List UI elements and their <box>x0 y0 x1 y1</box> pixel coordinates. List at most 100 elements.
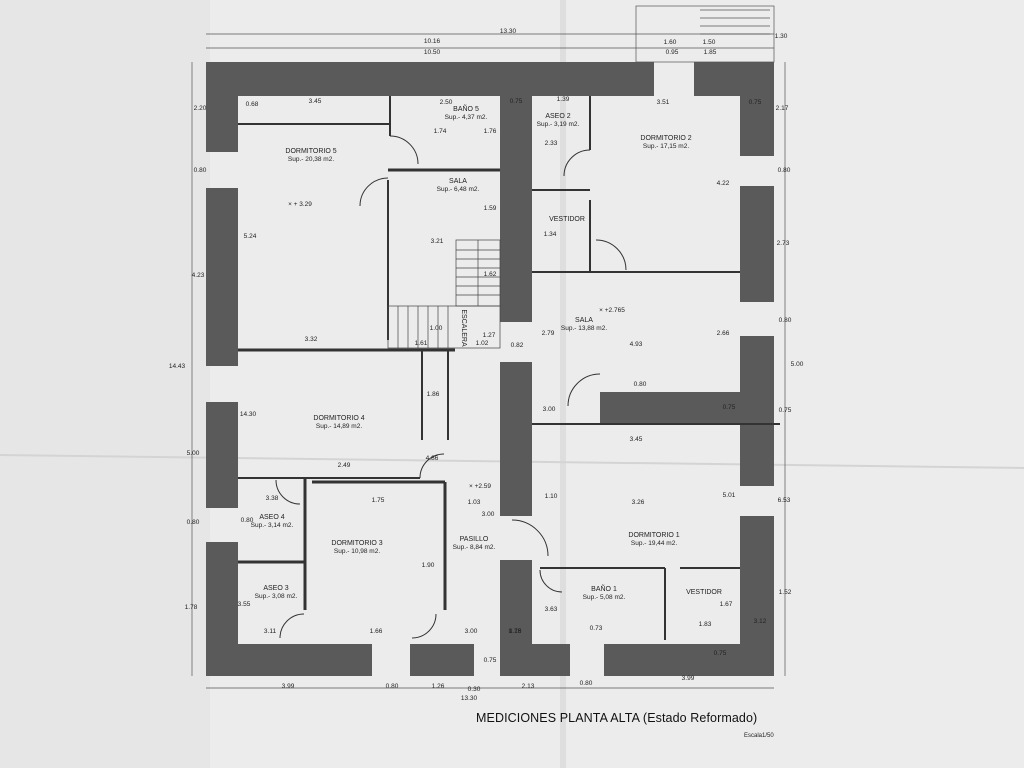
dimension-label: 13.30 <box>500 28 517 35</box>
room-name: ASEO 3 <box>263 585 288 592</box>
dimension-label: 2.33 <box>545 140 558 147</box>
dimension-label: 0.80 <box>580 680 593 687</box>
dimension-label: 3.99 <box>282 683 295 690</box>
dimension-label: 1.61 <box>415 340 428 347</box>
dimension-label: 6.53 <box>778 497 791 504</box>
dimension-label: 1.60 <box>664 39 677 46</box>
dimension-label: 10.16 <box>424 38 441 45</box>
room-name: PASILLO <box>460 536 489 543</box>
dimension-label: 4.23 <box>192 272 205 279</box>
door-swings <box>275 135 627 639</box>
dimension-label: 1.59 <box>484 205 497 212</box>
height-mark: × +2.765 <box>599 307 625 314</box>
dimension-label: 2.73 <box>777 240 790 247</box>
dimension-label: 1.02 <box>476 340 489 347</box>
room-area: Sup.- 3,14 m2. <box>251 522 294 529</box>
dimension-label: 1.74 <box>434 128 447 135</box>
room-name: DORMITORIO 5 <box>285 148 336 155</box>
staircase <box>387 239 501 349</box>
dimension-label: 1.76 <box>484 128 497 135</box>
dimension-label: 1.34 <box>544 231 557 238</box>
dimension-label: 0.80 <box>386 683 399 690</box>
room-area: Sup.- 6,48 m2. <box>437 186 480 193</box>
dimension-label: 3.00 <box>482 511 495 518</box>
dimension-label: 0.75 <box>714 650 727 657</box>
dimension-label: 0.68 <box>246 101 259 108</box>
dimension-label: 1.30 <box>775 33 788 40</box>
dimension-label: 1.62 <box>484 271 497 278</box>
dimension-label: 3.00 <box>465 628 478 635</box>
room-name: ASEO 4 <box>259 514 284 521</box>
room-name: BAÑO 1 <box>591 584 617 593</box>
dimension-label: 3.38 <box>266 495 279 502</box>
dimension-label: 2.79 <box>542 330 555 337</box>
dimension-label: 14.30 <box>240 411 257 418</box>
height-mark: × +2.59 <box>469 483 491 490</box>
dimension-label: 1.26 <box>432 683 445 690</box>
dimension-label: 3.26 <box>632 499 645 506</box>
dimension-label: 0.75 <box>723 404 736 411</box>
room-name: SALA <box>449 178 467 185</box>
room-area: Sup.- 8,84 m2. <box>453 544 496 551</box>
dimension-label: 3.45 <box>630 436 643 443</box>
dimension-label: 0.75 <box>779 407 792 414</box>
dimension-label: 2.49 <box>338 462 351 469</box>
dimension-label: 1.52 <box>779 589 792 596</box>
dimension-label: 4.93 <box>630 341 643 348</box>
dimension-label: 0.82 <box>511 342 524 349</box>
room-area: Sup.- 4,37 m2. <box>445 114 488 121</box>
dimension-label: 1.00 <box>430 325 443 332</box>
dimension-label: 0.75 <box>749 99 762 106</box>
dimension-label: 5.01 <box>723 492 736 499</box>
dimension-label: 2.20 <box>194 105 207 112</box>
dimension-label: 0.30 <box>468 686 481 693</box>
dimension-label: 3.11 <box>264 628 277 635</box>
dimension-label: 1.50 <box>703 39 716 46</box>
dimension-label: 0.80 <box>187 519 200 526</box>
room-area: Sup.- 20,38 m2. <box>288 156 334 163</box>
room-name: ASEO 2 <box>545 113 570 120</box>
room-area: Sup.- 19,44 m2. <box>631 540 677 547</box>
plan-title: MEDICIONES PLANTA ALTA (Estado Reformado… <box>476 711 758 725</box>
dimension-label: 1.18 <box>509 628 522 635</box>
stair-label: ESCALERA <box>460 309 467 347</box>
dimension-label: 1.39 <box>557 96 570 103</box>
dimension-label: 0.75 <box>484 657 497 664</box>
dimension-label: 0.75 <box>509 628 522 635</box>
dimension-label: 0.80 <box>779 317 792 324</box>
room-name: BAÑO 5 <box>453 104 479 113</box>
dimension-label: 3.51 <box>657 99 670 106</box>
dimension-label: 10.50 <box>424 49 441 56</box>
dimension-label: 1.66 <box>370 628 383 635</box>
scale-note: Escala1/50 <box>744 733 774 739</box>
dimension-label: 3.45 <box>309 98 322 105</box>
dimension-label: 1.90 <box>422 562 435 569</box>
room-name: DORMITORIO 1 <box>628 532 679 539</box>
height-mark: × + 3.29 <box>288 201 312 208</box>
dimension-label: 0.75 <box>510 98 523 105</box>
dimension-label: 0.80 <box>634 381 647 388</box>
interior-walls <box>238 96 780 640</box>
room-area: Sup.- 13,88 m2. <box>561 325 607 332</box>
room-area: Sup.- 3,08 m2. <box>255 593 298 600</box>
dimension-label: 0.73 <box>590 625 603 632</box>
dimension-label: 1.85 <box>704 49 717 56</box>
room-name: DORMITORIO 2 <box>640 135 691 142</box>
dimension-label: 3.63 <box>545 606 558 613</box>
room-area: Sup.- 3,19 m2. <box>537 121 580 128</box>
dimension-label: 1.78 <box>185 604 198 611</box>
dimension-label: 13.30 <box>461 695 478 702</box>
dimension-label: 1.27 <box>483 332 496 339</box>
dimension-label: 3.12 <box>754 618 767 625</box>
dimension-label: 0.80 <box>194 167 207 174</box>
dimension-label: 1.67 <box>720 601 733 608</box>
dimension-label: 5.00 <box>187 450 200 457</box>
room-area: Sup.- 5,08 m2. <box>583 594 626 601</box>
dimension-label: 2.13 <box>522 683 535 690</box>
room-area: Sup.- 17,15 m2. <box>643 143 689 150</box>
dimension-label: 3.00 <box>543 406 556 413</box>
room-name: SALA <box>575 317 593 324</box>
room-name: VESTIDOR <box>549 216 585 223</box>
room-name: DORMITORIO 3 <box>331 540 382 547</box>
room-area: Sup.- 14,89 m2. <box>316 423 362 430</box>
